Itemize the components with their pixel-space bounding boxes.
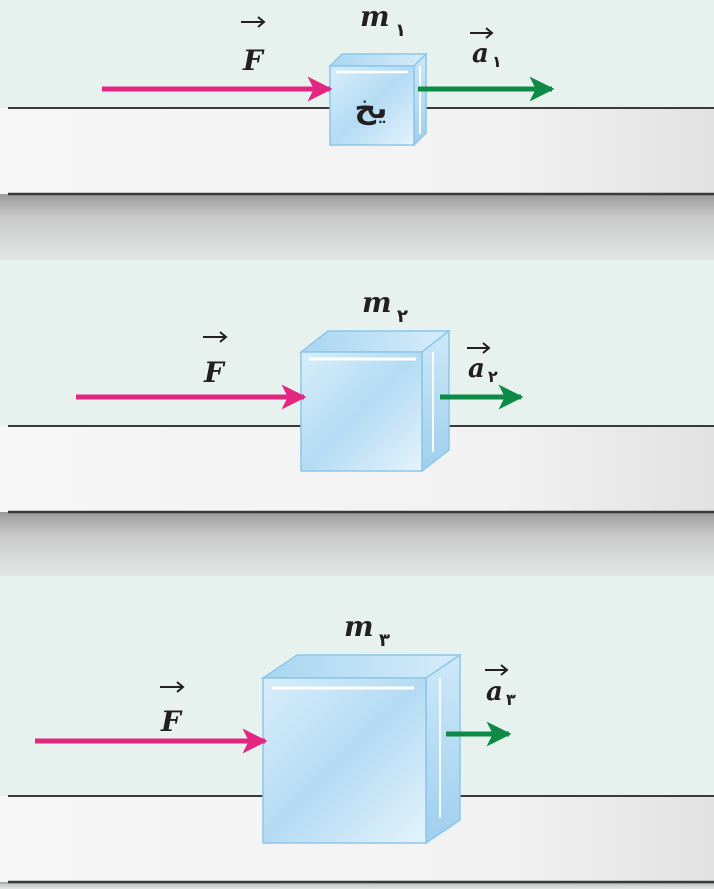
ice-label: یخ xyxy=(355,91,388,126)
svg-text:a: a xyxy=(486,677,503,707)
svg-text:٢: ٢ xyxy=(397,306,408,327)
acceleration-label-2: a ٢ xyxy=(467,342,498,386)
svg-text:١: ١ xyxy=(395,20,406,41)
svg-text:a: a xyxy=(468,354,485,384)
mass-label-1: m ١ xyxy=(360,0,406,41)
svg-text:F: F xyxy=(203,356,226,389)
svg-text:m: m xyxy=(344,610,374,643)
mass-label-2: m ٢ xyxy=(362,286,408,327)
ice-block-2 xyxy=(298,329,452,473)
force-label-3: F xyxy=(160,681,185,738)
acceleration-label-3: a ٣ xyxy=(485,664,516,709)
svg-text:m: m xyxy=(360,0,390,33)
svg-text:١: ١ xyxy=(492,52,502,71)
svg-text:F: F xyxy=(160,705,183,738)
svg-text:٣: ٣ xyxy=(506,690,516,709)
svg-text:F: F xyxy=(242,44,265,77)
panel-2: F m ٢ a ٢ xyxy=(0,286,714,576)
svg-text:٢: ٢ xyxy=(488,367,498,386)
ice-block-3 xyxy=(260,653,463,845)
panel-3: F m ٣ a ٣ xyxy=(0,610,714,889)
acceleration-label-1: a ١ xyxy=(470,27,502,71)
svg-text:m: m xyxy=(362,286,392,319)
ice-block-1: یخ xyxy=(328,52,428,147)
panel-1: یخ F m ١ a ١ xyxy=(0,0,714,260)
svg-text:٣: ٣ xyxy=(379,630,390,651)
svg-text:a: a xyxy=(472,39,489,69)
force-label-1: F xyxy=(241,16,266,77)
mass-label-3: m ٣ xyxy=(344,610,390,651)
force-label-2: F xyxy=(203,331,228,389)
